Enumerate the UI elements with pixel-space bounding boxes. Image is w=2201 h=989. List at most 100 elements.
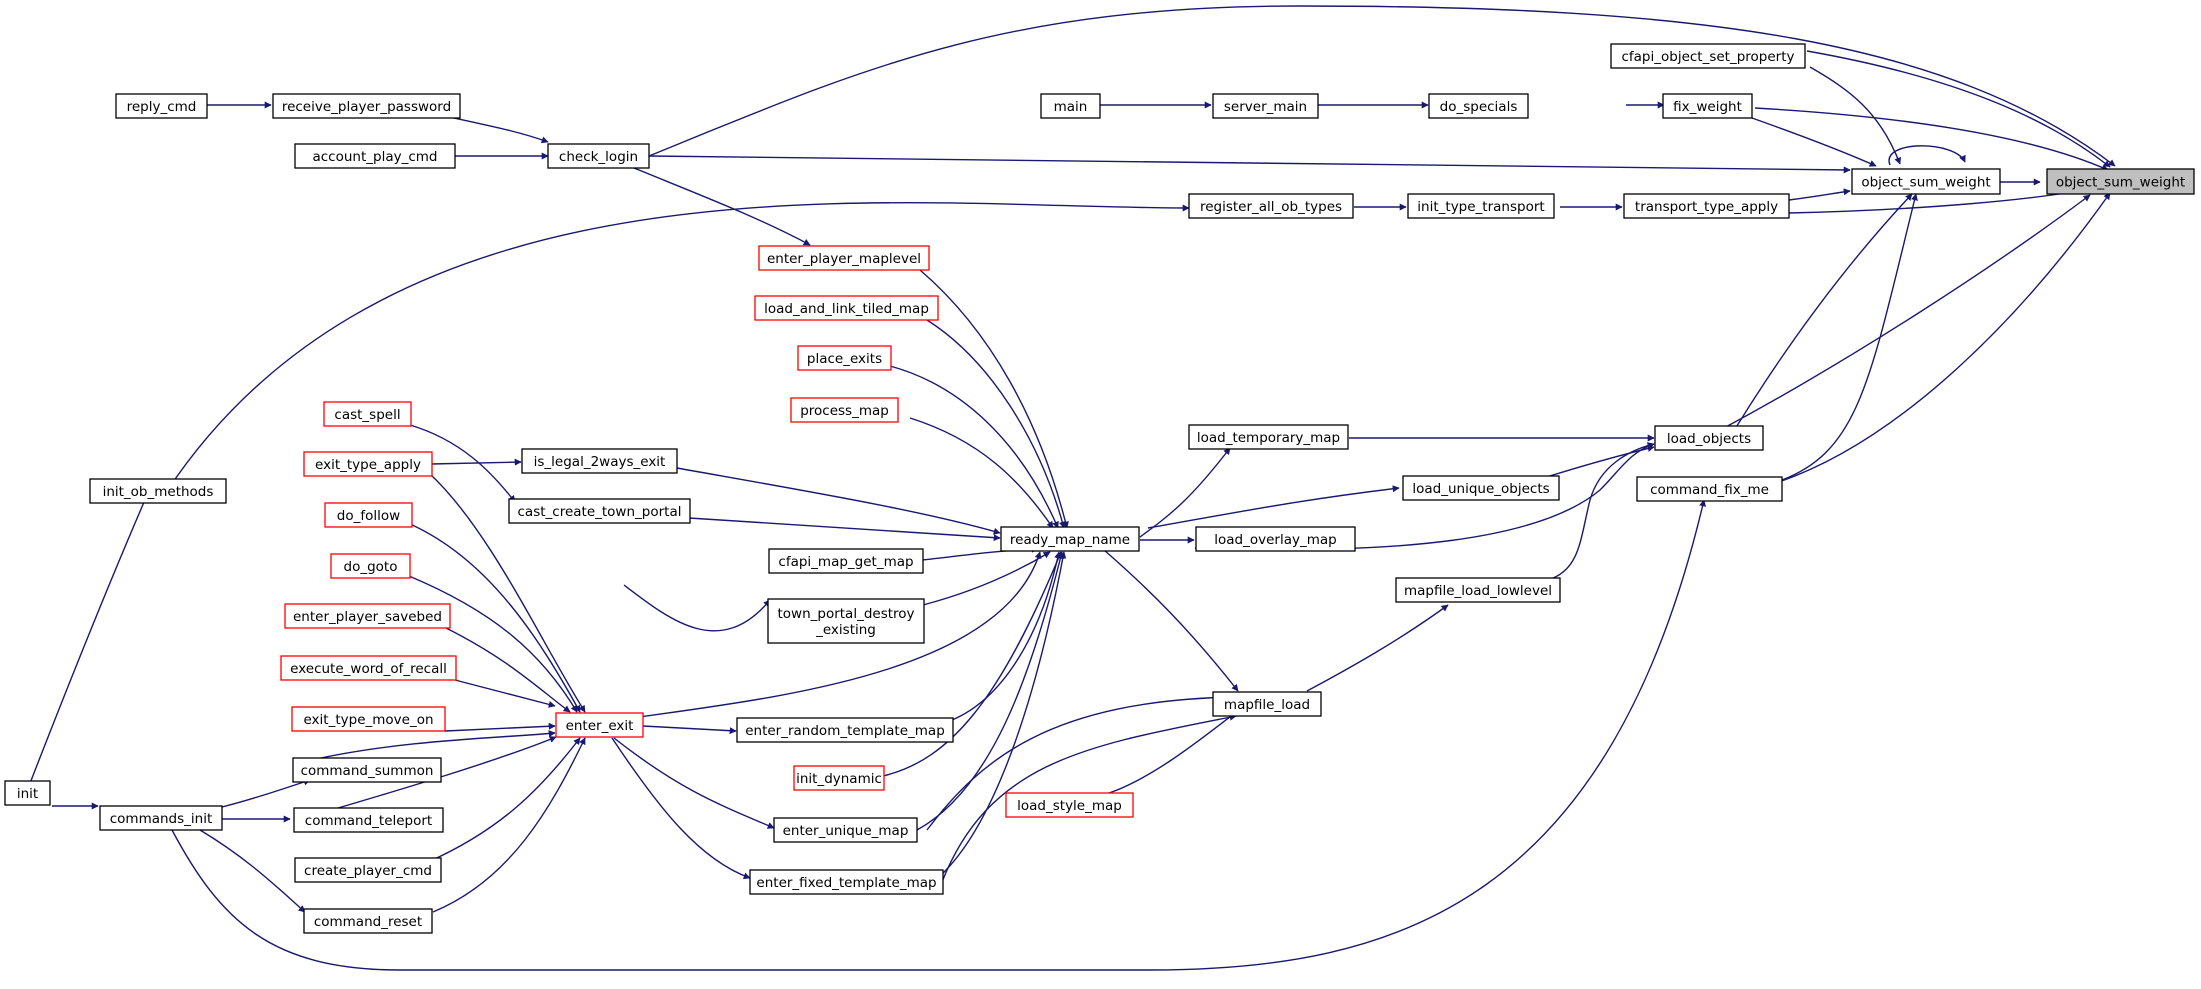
node-enter-player-maplevel[interactable]: enter_player_maplevel xyxy=(758,245,930,271)
node-init-type-transport[interactable]: init_type_transport xyxy=(1407,193,1555,219)
node-receive-player-password[interactable]: receive_player_password xyxy=(272,93,461,119)
node-label: execute_word_of_recall xyxy=(290,661,447,677)
node-box xyxy=(115,93,208,119)
node-account-play-cmd[interactable]: account_play_cmd xyxy=(294,143,456,169)
node-reply-cmd[interactable]: reply_cmd xyxy=(115,93,208,119)
node-enter-exit[interactable]: enter_exit xyxy=(555,712,644,738)
node-enter-random-template-map[interactable]: enter_random_template_map xyxy=(736,717,954,743)
node-commands-init[interactable]: commands_init xyxy=(99,805,223,831)
node-cast-spell[interactable]: cast_spell xyxy=(323,401,412,427)
edge xyxy=(648,5,2116,167)
node-load-objects[interactable]: load_objects xyxy=(1654,425,1764,451)
node-do-follow[interactable]: do_follow xyxy=(324,502,413,528)
node-init[interactable]: init xyxy=(4,780,51,806)
node-load-temporary-map[interactable]: load_temporary_map xyxy=(1188,424,1349,450)
node-box xyxy=(323,401,412,427)
node-box xyxy=(1610,43,1806,69)
node-label: register_all_ob_types xyxy=(1200,199,1342,215)
node-label: process_map xyxy=(800,403,889,419)
node-label: exit_type_apply xyxy=(315,457,421,473)
node-box xyxy=(736,717,954,743)
node-cast-create-town-portal[interactable]: cast_create_town_portal xyxy=(508,498,691,524)
node-do-specials[interactable]: do_specials xyxy=(1428,93,1529,119)
node-place-exits[interactable]: place_exits xyxy=(797,345,892,371)
node-do-goto[interactable]: do_goto xyxy=(330,553,411,579)
node-process-map[interactable]: process_map xyxy=(790,397,899,423)
edge xyxy=(439,114,549,144)
node-label: main xyxy=(1054,99,1088,115)
node-label: command_fix_me xyxy=(1650,482,1769,498)
node-create-player-cmd[interactable]: create_player_cmd xyxy=(294,857,442,883)
node-exit-type-move-on[interactable]: exit_type_move_on xyxy=(291,706,446,732)
node-town-portal-destroy-existing[interactable]: town_portal_destroy_existing xyxy=(767,598,925,644)
node-label: check_login xyxy=(559,149,638,165)
node-load-unique-objects[interactable]: load_unique_objects xyxy=(1402,475,1560,501)
edge xyxy=(199,829,306,913)
node-box xyxy=(773,817,918,843)
edge xyxy=(1105,712,1236,795)
edge xyxy=(611,551,1042,722)
node-cfapi-map-get-map[interactable]: cfapi_map_get_map xyxy=(768,548,924,574)
node-box xyxy=(749,869,944,895)
node-box xyxy=(1654,425,1764,451)
node-label: mapfile_load_lowlevel xyxy=(1404,583,1552,599)
node-execute-word-of-recall[interactable]: execute_word_of_recall xyxy=(280,655,457,681)
node-exit-type-apply[interactable]: exit_type_apply xyxy=(303,451,433,477)
node-check-login[interactable]: check_login xyxy=(547,143,650,169)
node-box xyxy=(793,765,885,791)
edge xyxy=(1788,188,1851,201)
node-fix-weight[interactable]: fix_weight xyxy=(1662,93,1753,119)
node-box xyxy=(1428,93,1529,119)
edge xyxy=(166,202,1190,492)
node-box xyxy=(1851,168,2001,195)
edge xyxy=(882,551,1062,777)
node-register-all-ob-types[interactable]: register_all_ob_types xyxy=(1188,193,1354,219)
edge xyxy=(1888,145,1966,166)
edge xyxy=(1103,549,1239,692)
node-mapfile-load-lowlevel[interactable]: mapfile_load_lowlevel xyxy=(1395,577,1561,603)
node-label: receive_player_password xyxy=(282,99,451,115)
node-cfapi-object-set-property[interactable]: cfapi_object_set_property xyxy=(1610,43,1806,69)
node-command-fix-me[interactable]: command_fix_me xyxy=(1636,476,1783,502)
node-mapfile-load[interactable]: mapfile_load xyxy=(1212,691,1322,717)
edge xyxy=(939,551,1067,877)
node-main[interactable]: main xyxy=(1040,93,1101,119)
node-box xyxy=(768,548,924,574)
node-enter-player-savebed[interactable]: enter_player_savebed xyxy=(284,603,451,629)
node-box xyxy=(1212,691,1322,717)
edge xyxy=(919,269,1069,529)
edge xyxy=(1806,50,2111,168)
node-transport-type-apply[interactable]: transport_type_apply xyxy=(1623,193,1790,219)
node-load-and-link-tiled-map[interactable]: load_and_link_tiled_map xyxy=(754,295,939,321)
node-object-sum-weight[interactable]: object_sum_weight xyxy=(2046,168,2195,195)
edge xyxy=(922,551,1051,606)
node-box xyxy=(1402,475,1560,501)
node-box xyxy=(1188,424,1349,450)
node-ready-map-name[interactable]: ready_map_name xyxy=(1000,526,1140,552)
node-command-teleport[interactable]: command_teleport xyxy=(293,807,444,833)
node-init-ob-methods[interactable]: init_ob_methods xyxy=(89,478,227,504)
node-box xyxy=(294,143,456,169)
node-label: init xyxy=(17,786,38,802)
node-enter-fixed-template-map[interactable]: enter_fixed_template_map xyxy=(749,869,944,895)
node-box xyxy=(294,857,442,883)
node-object-sum-weight2[interactable]: object_sum_weight xyxy=(1851,168,2001,195)
node-command-reset[interactable]: command_reset xyxy=(303,908,433,934)
node-load-style-map[interactable]: load_style_map xyxy=(1005,792,1134,818)
node-box xyxy=(758,245,930,271)
node-command-summon[interactable]: command_summon xyxy=(292,757,442,783)
node-box xyxy=(330,553,411,579)
node-server-main[interactable]: server_main xyxy=(1212,93,1319,119)
edge xyxy=(688,517,1001,542)
node-label: mapfile_load xyxy=(1224,697,1310,713)
node-init-dynamic[interactable]: init_dynamic xyxy=(793,765,885,791)
node-enter-unique-map[interactable]: enter_unique_map xyxy=(773,817,918,843)
node-box xyxy=(508,498,691,524)
node-label: load_style_map xyxy=(1017,798,1122,814)
node-is-legal-2ways-exit[interactable]: is_legal_2ways_exit xyxy=(521,448,678,474)
node-label: command_teleport xyxy=(305,813,432,829)
node-label: init_type_transport xyxy=(1417,199,1544,215)
edge xyxy=(430,458,522,466)
edge xyxy=(454,679,556,708)
node-load-overlay-map[interactable]: load_overlay_map xyxy=(1195,526,1356,552)
